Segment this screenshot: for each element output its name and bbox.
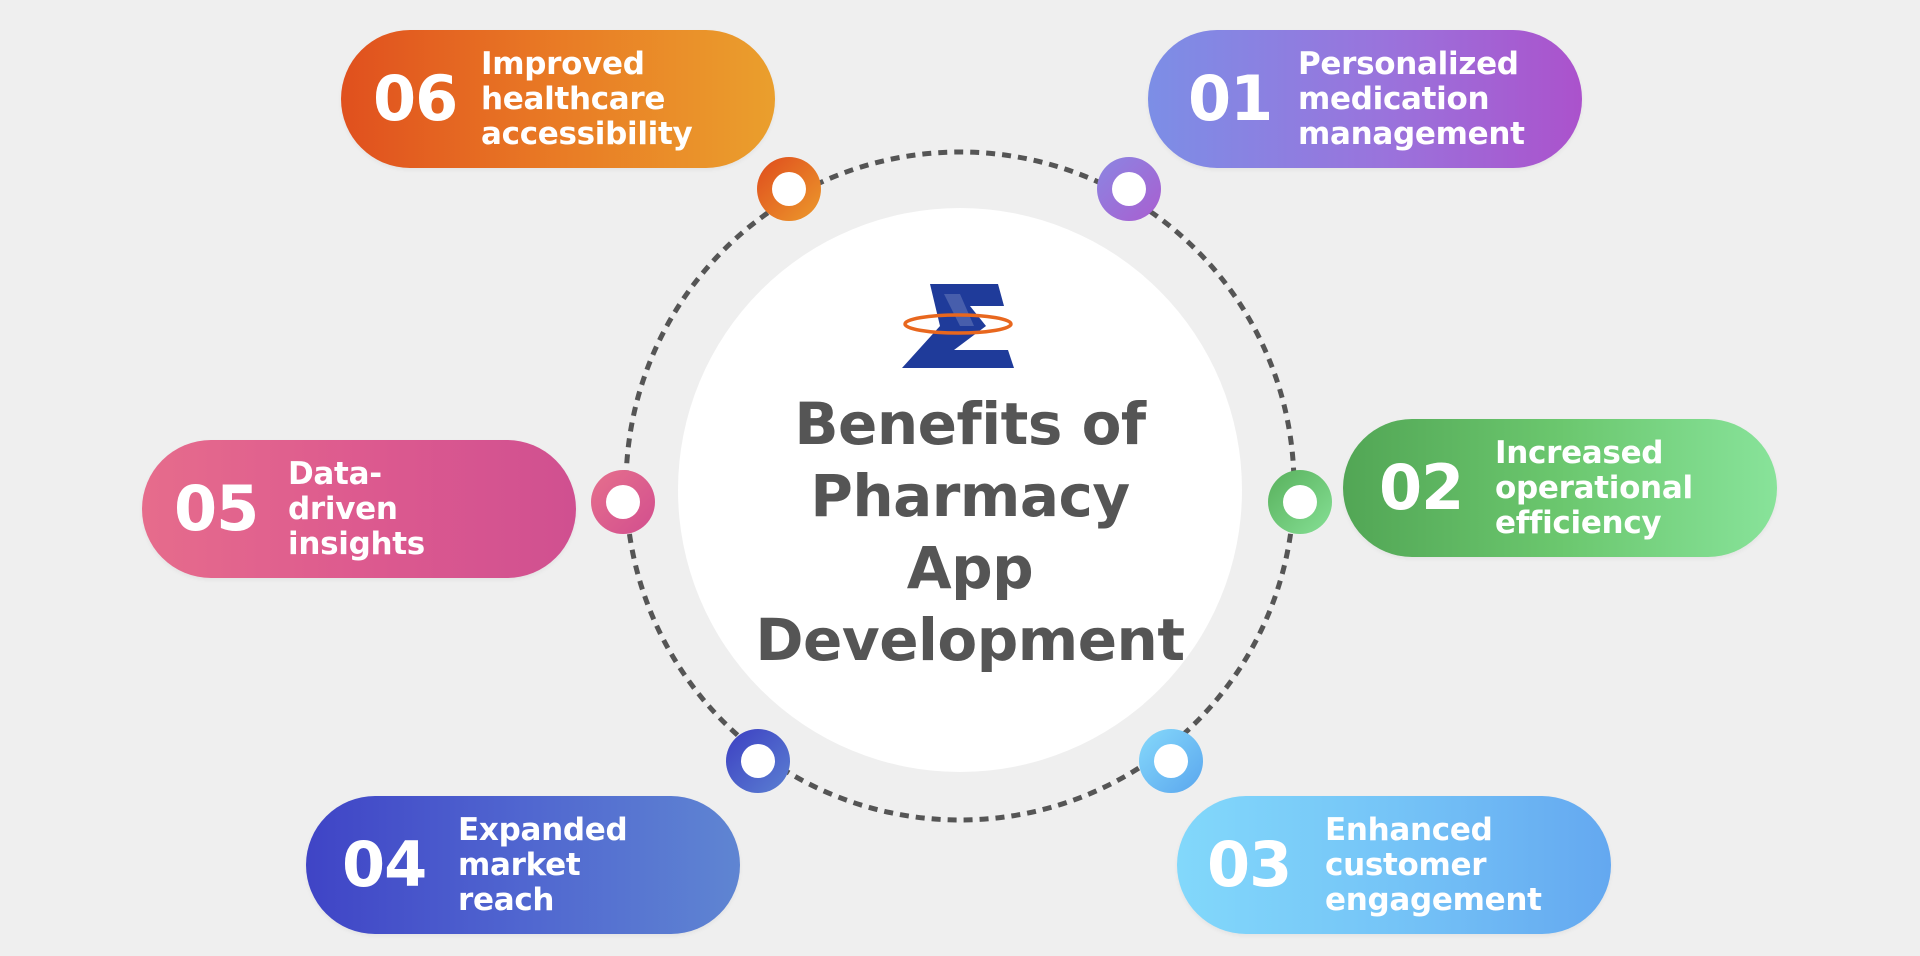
node-marker-05 [591, 470, 655, 534]
benefit-number: 06 [373, 62, 458, 135]
benefit-number: 04 [342, 828, 427, 901]
benefit-card-06: 06 Improved healthcare accessibility [341, 30, 775, 168]
benefit-number: 01 [1188, 62, 1273, 135]
node-marker-04 [726, 729, 790, 793]
node-marker-06 [757, 157, 821, 221]
node-marker-01 [1097, 157, 1161, 221]
benefit-label: Expanded market reach [458, 811, 628, 918]
benefit-card-02: 02 Increased operational efficiency [1343, 419, 1777, 557]
node-marker-03 [1139, 729, 1203, 793]
benefit-card-04: 04 Expanded market reach [306, 796, 740, 934]
center-disc [678, 208, 1242, 772]
benefit-label: Enhanced customer engagement [1325, 811, 1542, 918]
benefit-card-05: 05 Data-driven insights [142, 440, 576, 578]
benefit-label: Personalized medication management [1298, 45, 1525, 152]
benefit-card-03: 03 Enhanced customer engagement [1177, 796, 1611, 934]
benefit-number: 05 [174, 472, 259, 545]
benefit-number: 02 [1379, 451, 1464, 524]
benefit-label: Increased operational efficiency [1495, 434, 1693, 541]
benefit-label: Data-driven insights [288, 455, 425, 562]
node-marker-02 [1268, 470, 1332, 534]
benefit-number: 03 [1207, 828, 1292, 901]
benefit-label: Improved healthcare accessibility [481, 45, 693, 152]
company-logo [902, 284, 1014, 368]
diagram-title: Benefits of Pharmacy App Development [755, 390, 1185, 674]
benefit-card-01: 01 Personalized medication management [1148, 30, 1582, 168]
